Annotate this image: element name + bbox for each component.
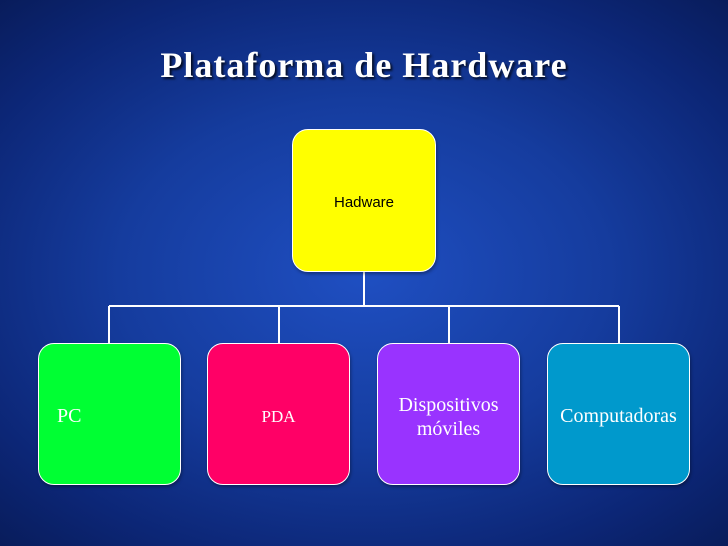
node-dispositivos-moviles-label: Dispositivos móviles	[398, 394, 499, 440]
node-computadoras: Computadoras	[547, 343, 690, 485]
node-dispositivos-moviles: Dispositivos móviles	[377, 343, 520, 485]
slide-title: Plataforma de Hardware	[160, 45, 568, 85]
node-pda-label: PDA	[261, 407, 296, 426]
node-pda: PDA	[207, 343, 350, 485]
node-pc: PC	[38, 343, 181, 485]
node-hardware-label: Hadware	[333, 194, 395, 211]
node-pc-label: PC	[57, 405, 82, 427]
node-computadoras-label: Computadoras	[560, 405, 677, 427]
node-hardware: Hadware	[292, 129, 436, 272]
